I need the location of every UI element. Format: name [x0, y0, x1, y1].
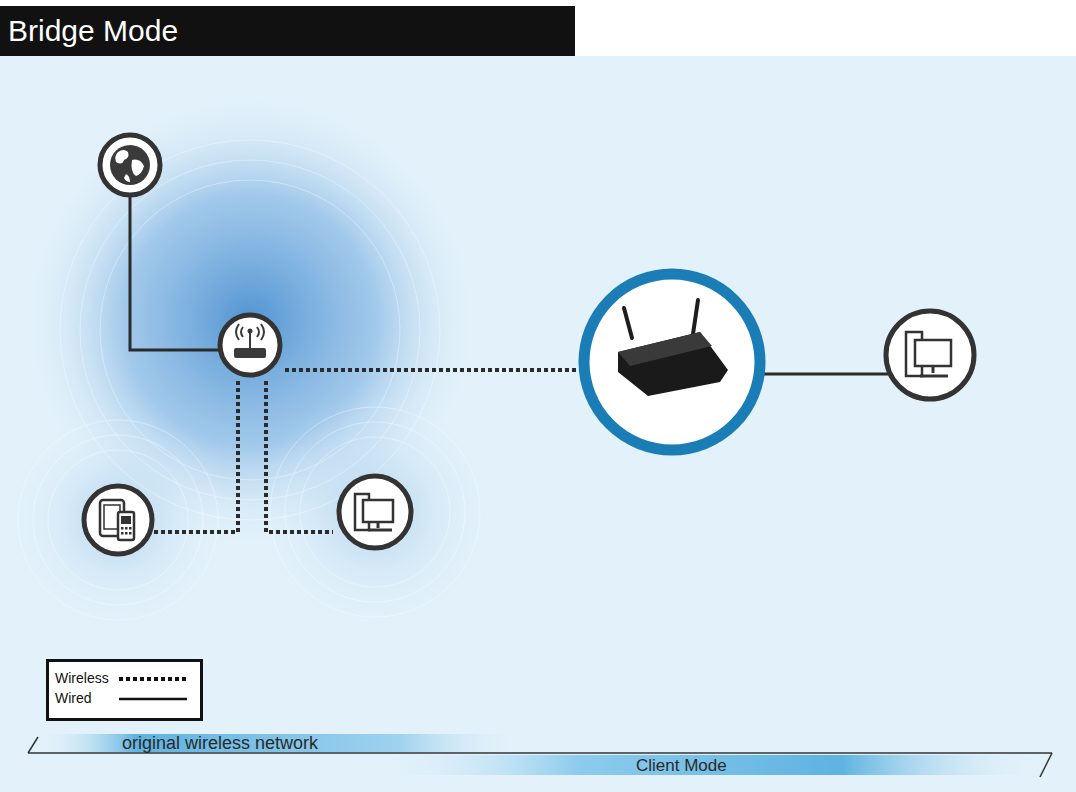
range-label: original wireless network — [122, 733, 318, 754]
legend-sample — [119, 693, 189, 705]
title-bar: Bridge Mode — [0, 6, 575, 56]
range-label: Client Mode — [636, 756, 727, 776]
legend-sample — [119, 673, 189, 685]
title-text: Bridge Mode — [8, 14, 178, 48]
legend-box: WirelessWired — [46, 659, 203, 721]
legend-text: Wired — [55, 690, 92, 706]
legend-text: Wireless — [55, 670, 109, 686]
